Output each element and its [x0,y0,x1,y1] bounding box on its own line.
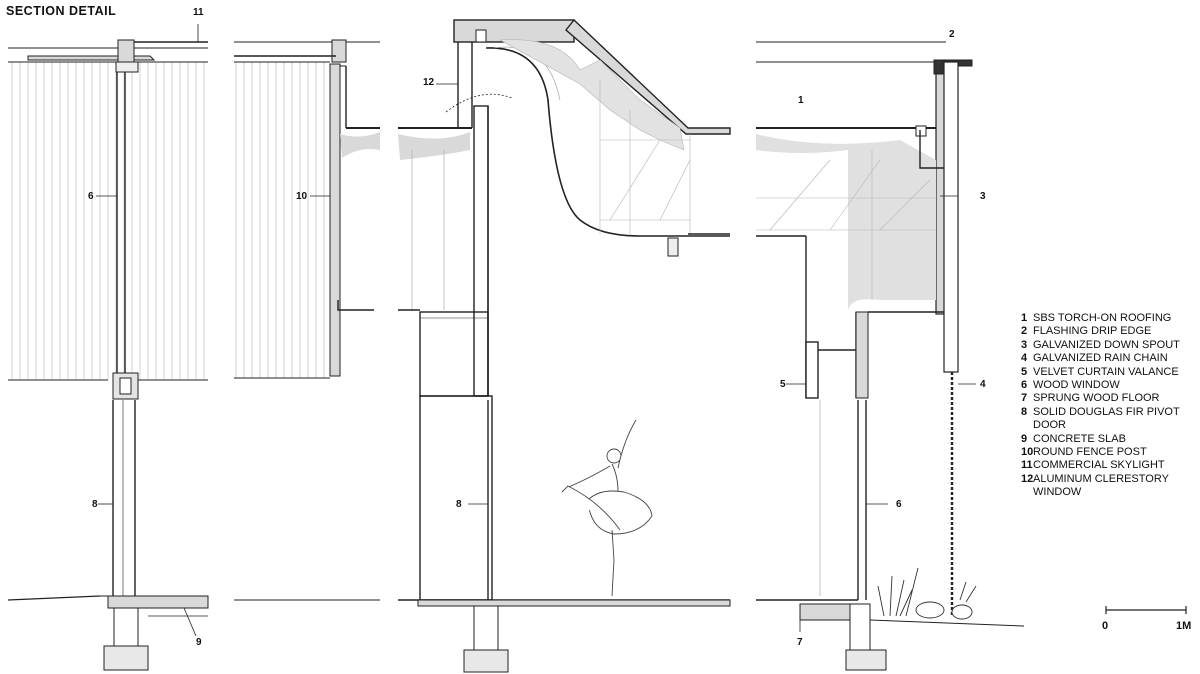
legend-item-text: VELVET CURTAIN VALANCE [1033,365,1179,378]
legend-item-number: 8 [1021,405,1028,418]
callout-6: 6 [88,191,94,202]
callout-5: 5 [780,379,786,390]
legend-item: 5 VELVET CURTAIN VALANCE [1021,366,1193,379]
ballerina-figure [561,419,653,597]
stage-light [667,237,679,257]
legend-item-number: 7 [1021,392,1028,405]
legend-item-text: ALUMINUM CLERESTORY WINDOW [1033,472,1169,499]
callout-2: 2 [949,29,955,40]
legend-item: 1 SBS TORCH-ON ROOFING [1021,312,1193,325]
skylight-curb [117,39,135,63]
legend-item: 3 GALVANIZED DOWN SPOUT [1021,339,1193,352]
legend-item-number: 1 [1021,312,1028,324]
legend-item-text: GALVANIZED DOWN SPOUT [1033,338,1180,351]
legend: 1 SBS TORCH-ON ROOFING 2 FLASHING DRIP EDGE… [1021,312,1193,500]
legend-item-number: 5 [1021,365,1028,378]
legend-item: 8 SOLID DOUGLAS FIR PIVOT DOOR [1021,406,1193,433]
panel-3-skylight-clerestory [398,18,731,673]
panel-1-exterior-elevation [7,24,209,671]
callout-12: 12 [423,77,435,88]
landscape-plants [877,567,977,620]
callout-11: 11 [193,7,204,18]
legend-item-text: SPRUNG WOOD FLOOR [1033,392,1160,405]
legend-item-number: 2 [1021,325,1028,338]
callout-10: 10 [296,191,308,202]
legend-item-text: SBS TORCH-ON ROOFING [1033,312,1172,324]
callout-9: 9 [196,637,202,648]
callout-4: 4 [980,379,986,390]
legend-item-number: 11 [1021,459,1033,472]
legend-item-text: WOOD WINDOW [1033,379,1120,392]
scale-bar [1105,606,1187,614]
legend-item-text: SOLID DOUGLAS FIR PIVOT DOOR [1033,405,1180,432]
panel-2-fence-post [234,39,380,601]
callout-6-section: 6 [896,499,902,510]
legend-item: 4 GALVANIZED RAIN CHAIN [1021,352,1193,365]
legend-item-text: GALVANIZED RAIN CHAIN [1033,352,1168,365]
legend-item: 9 CONCRETE SLAB [1021,433,1193,446]
scale-start-label: 0 [1102,620,1109,632]
drawing-title: SECTION DETAIL [6,4,117,18]
fence-cladding [8,62,208,380]
callout-3: 3 [980,191,986,202]
legend-item-text: COMMERCIAL SKYLIGHT [1033,459,1165,472]
legend-item: 6 WOOD WINDOW [1021,379,1193,392]
callout-7: 7 [797,637,803,648]
pivot-door-section [419,395,493,601]
legend-item-number: 9 [1021,432,1028,445]
concrete-slab [107,595,209,609]
round-fence-post [329,63,341,377]
legend-item: 2 FLASHING DRIP EDGE [1021,325,1193,338]
legend-item-text: CONCRETE SLAB [1033,432,1126,445]
legend-item-text: ROUND FENCE POST [1033,446,1147,459]
callout-1: 1 [798,95,804,106]
legend-item-number: 3 [1021,338,1028,351]
sprung-floor [417,599,731,607]
curtain-valance [805,341,819,399]
legend-item-number: 12 [1021,472,1034,485]
legend-item-number: 10 [1021,446,1034,459]
callout-8-section: 8 [456,499,462,510]
scale-end-label: 1M [1176,620,1192,632]
legend-item: 7 SPRUNG WOOD FLOOR [1021,392,1193,405]
footing [103,645,149,671]
callout-8: 8 [92,499,98,510]
skylight-frame [27,55,156,61]
down-spout [943,61,959,373]
legend-item-text: FLASHING DRIP EDGE [1033,325,1152,338]
legend-item-number: 4 [1021,352,1028,365]
skylight-roof-top [453,19,575,43]
legend-item-number: 6 [1021,379,1028,392]
panel-4-roof-edge-wall [756,41,1025,671]
